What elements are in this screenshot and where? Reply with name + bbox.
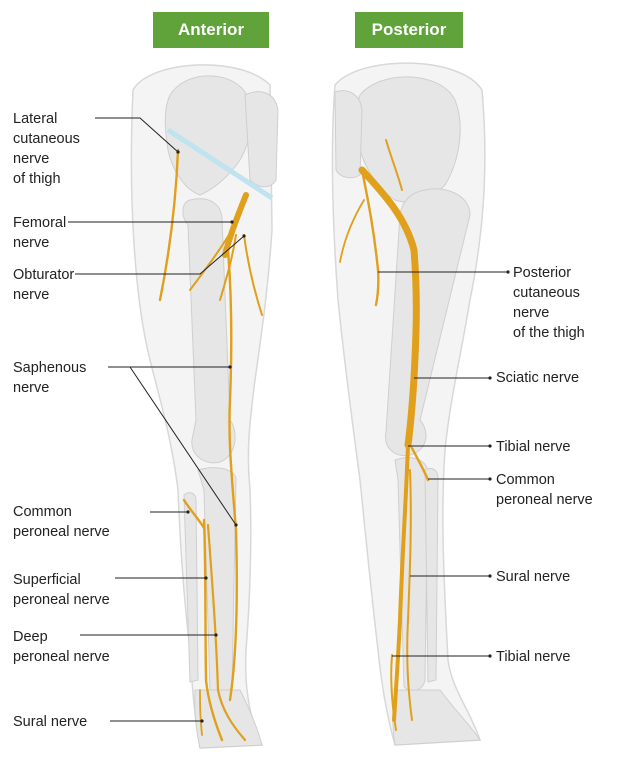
label-sciatic-nerve: Sciatic nerve bbox=[496, 368, 579, 388]
label-tibial-nerve-upper: Tibial nerve bbox=[496, 437, 570, 457]
label-common-peroneal-nerve-anterior: Common peroneal nerve bbox=[13, 502, 110, 542]
leader-common-peroneal-anterior-endpoint bbox=[186, 510, 189, 513]
label-lateral-cutaneous-nerve: Lateral cutaneous nerve of thigh bbox=[13, 109, 80, 189]
leader-posterior-cutaneous-endpoint bbox=[506, 270, 509, 273]
anterior-leg bbox=[131, 65, 278, 748]
leader-deep-peroneal-endpoint bbox=[214, 633, 217, 636]
label-obturator-nerve: Obturator nerve bbox=[13, 265, 74, 305]
leader-saphenous-lower-endpoint bbox=[234, 523, 237, 526]
anterior-sacrum-bone bbox=[245, 92, 278, 187]
leader-saphenous-nerve-endpoint bbox=[228, 365, 231, 368]
leader-tibial-nerve-upper-endpoint bbox=[488, 444, 491, 447]
leader-femoral-nerve-endpoint bbox=[230, 220, 233, 223]
label-tibial-nerve-lower: Tibial nerve bbox=[496, 647, 570, 667]
label-posterior-cutaneous-nerve: Posterior cutaneous nerve of the thigh bbox=[513, 263, 585, 343]
label-sural-nerve-anterior: Sural nerve bbox=[13, 712, 87, 732]
leader-superficial-peroneal-endpoint bbox=[204, 576, 207, 579]
leader-sural-anterior-endpoint bbox=[200, 719, 203, 722]
label-femoral-nerve: Femoral nerve bbox=[13, 213, 66, 253]
label-saphenous-nerve: Saphenous nerve bbox=[13, 358, 86, 398]
posterior-sacrum-bone bbox=[335, 91, 362, 178]
anterior-header: Anterior bbox=[153, 12, 269, 48]
label-common-peroneal-nerve-posterior: Common peroneal nerve bbox=[496, 470, 593, 510]
label-superficial-peroneal-nerve: Superficial peroneal nerve bbox=[13, 570, 110, 610]
leader-common-peroneal-posterior-endpoint bbox=[488, 477, 491, 480]
leader-sural-posterior-endpoint bbox=[488, 574, 491, 577]
label-sural-nerve-posterior: Sural nerve bbox=[496, 567, 570, 587]
leader-obturator-nerve-endpoint bbox=[242, 234, 245, 237]
posterior-leg bbox=[332, 63, 484, 745]
leader-tibial-nerve-lower-endpoint bbox=[488, 654, 491, 657]
leader-sciatic-nerve-endpoint bbox=[488, 376, 491, 379]
posterior-header: Posterior bbox=[355, 12, 463, 48]
label-deep-peroneal-nerve: Deep peroneal nerve bbox=[13, 627, 110, 667]
leader-lateral-cutaneous-endpoint bbox=[176, 150, 179, 153]
